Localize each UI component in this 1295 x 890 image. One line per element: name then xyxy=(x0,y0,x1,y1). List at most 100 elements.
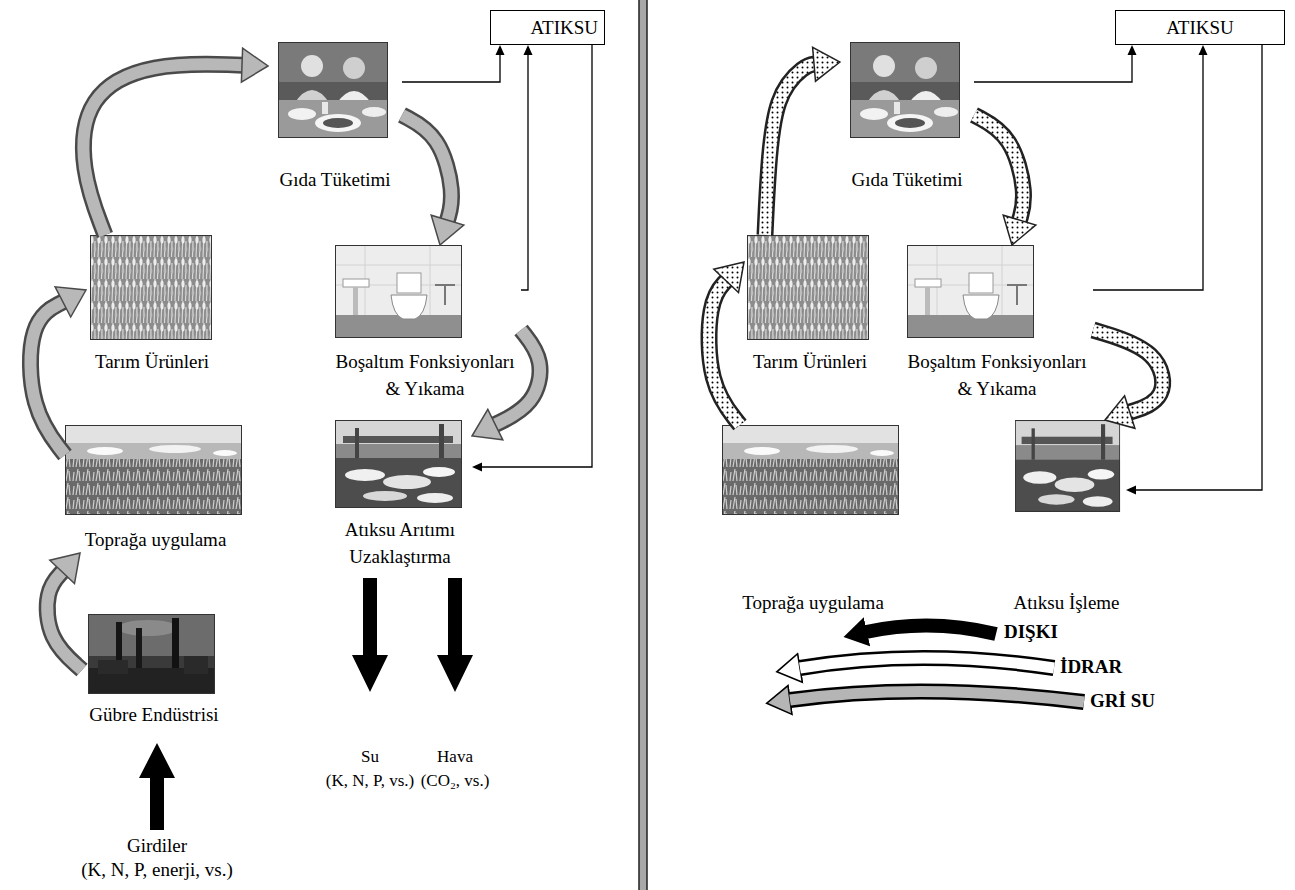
arrow-outline xyxy=(494,330,540,425)
arrow-head xyxy=(472,463,482,472)
arrow-body xyxy=(402,115,452,221)
food-photo xyxy=(850,42,960,138)
node-caption: Boşaltım Fonksiyonları & Yıkama xyxy=(329,348,521,402)
node-caption: Gıda Tüketimi xyxy=(268,166,402,193)
flow-arrow xyxy=(472,45,592,472)
photo-node: Tarım Ürünleri xyxy=(86,235,218,375)
flow-arrow xyxy=(1126,45,1262,495)
node-caption: Toprağa uygulama xyxy=(65,526,246,553)
node-caption: ATIKSU xyxy=(1116,11,1284,44)
photo-node: Toprağa uygulama xyxy=(65,425,246,553)
toilet-photo xyxy=(907,245,1034,338)
input-arrow xyxy=(139,743,175,830)
arrow-body xyxy=(709,280,740,425)
output-arrow xyxy=(437,578,473,692)
arrow-outline xyxy=(1093,330,1163,412)
flow-arrow xyxy=(709,262,744,425)
arrow-head xyxy=(524,45,533,55)
output-label: Su (K, N, P, vs.) xyxy=(326,745,414,793)
food-photo xyxy=(278,42,388,138)
node-caption: Gübre Endüstrisi xyxy=(82,701,226,728)
arrow-head xyxy=(472,409,503,440)
arrow-head xyxy=(431,215,464,245)
arrow-head xyxy=(1126,486,1136,495)
arrow-head xyxy=(813,47,840,81)
arrow-outline xyxy=(83,64,243,235)
arrow-head xyxy=(1128,45,1137,55)
arrow-head xyxy=(1105,396,1135,428)
toilet-photo xyxy=(335,245,462,338)
greywater-return-arrow-fill xyxy=(790,691,1084,702)
arrow-body xyxy=(521,54,528,290)
node-caption: Atıksu İşleme xyxy=(1007,589,1126,616)
photo-node: Boşaltım Fonksiyonları & Yıkama xyxy=(329,245,521,402)
photo-node: Atıksu İşleme xyxy=(1007,420,1126,616)
flow-arrow xyxy=(1093,330,1163,428)
node-caption: ATIKSU xyxy=(491,11,604,44)
arrow-body xyxy=(1093,330,1163,412)
flow-arrow xyxy=(402,45,505,82)
flow-arrow xyxy=(765,47,840,235)
feces-return-arrow xyxy=(866,625,996,634)
input-label: Girdiler (K, N, P, enerji, vs.) xyxy=(81,834,232,882)
wheat-photo xyxy=(747,235,869,340)
stream-label: İDRAR xyxy=(1060,655,1122,679)
node-caption: Boşaltım Fonksiyonları & Yıkama xyxy=(901,348,1093,402)
stream-label: DIŞKI xyxy=(1004,620,1058,644)
output-label: Hava (CO₂, vs.) xyxy=(421,745,490,793)
flow-arrow xyxy=(1093,45,1208,290)
urine-return-arrow xyxy=(800,658,1054,668)
field-photo xyxy=(65,425,242,515)
stream-label: GRİ SU xyxy=(1090,689,1155,713)
output-arrow xyxy=(352,578,388,692)
flow-arrow xyxy=(402,115,464,245)
urine-return-arrow-fill xyxy=(800,658,1054,668)
arrow-body xyxy=(494,330,540,425)
photo-node: Toprağa uygulama xyxy=(722,425,904,616)
treatment-photo xyxy=(335,420,462,508)
arrow-outline xyxy=(30,301,65,455)
panel-divider xyxy=(639,0,647,890)
flow-arrow xyxy=(47,553,82,670)
arrow-body xyxy=(1135,45,1262,490)
node-caption: Atıksu Arıtımı Uzaklaştırma xyxy=(328,516,472,570)
wastewater-box: ATIKSU xyxy=(490,10,605,45)
arrow-outline xyxy=(402,115,452,221)
greywater-return-arrow xyxy=(790,691,1084,702)
node-caption: Gıda Tüketimi xyxy=(840,166,974,193)
arrow-head xyxy=(55,287,86,317)
arrow-outline xyxy=(765,64,815,235)
photo-node: Atıksu Arıtımı Uzaklaştırma xyxy=(328,420,472,570)
photo-node: Boşaltım Fonksiyonları & Yıkama xyxy=(901,245,1093,402)
arrow-head xyxy=(50,553,80,584)
arrow-head xyxy=(241,48,268,82)
flow-arrow xyxy=(974,115,1036,245)
arrow-body xyxy=(1093,54,1203,290)
arrow-body xyxy=(47,571,82,670)
node-caption: Tarım Ürünleri xyxy=(744,348,876,375)
flow-arrow xyxy=(472,330,540,440)
flow-arrow xyxy=(974,45,1137,82)
arrow-outline xyxy=(974,115,1024,221)
arrow-body xyxy=(481,45,592,467)
flow-arrow xyxy=(30,287,86,455)
arrow-head xyxy=(1199,45,1208,55)
arrow-body xyxy=(30,301,65,455)
wastewater-box: ATIKSU xyxy=(1115,10,1285,45)
arrow-body xyxy=(765,64,815,235)
photo-node: Gübre Endüstrisi xyxy=(82,614,226,728)
arrow-body xyxy=(974,115,1024,221)
arrow-outline xyxy=(47,571,82,670)
arrow-outline xyxy=(709,280,740,425)
arrow-body xyxy=(974,54,1132,82)
field-photo xyxy=(722,425,899,515)
photo-node: Gıda Tüketimi xyxy=(840,42,974,193)
flow-arrow xyxy=(83,48,268,235)
node-caption: Tarım Ürünleri xyxy=(86,348,218,375)
photo-node: Gıda Tüketimi xyxy=(268,42,402,193)
wheat-photo xyxy=(90,235,212,340)
factory-photo xyxy=(88,614,215,694)
arrow-body xyxy=(83,64,243,235)
